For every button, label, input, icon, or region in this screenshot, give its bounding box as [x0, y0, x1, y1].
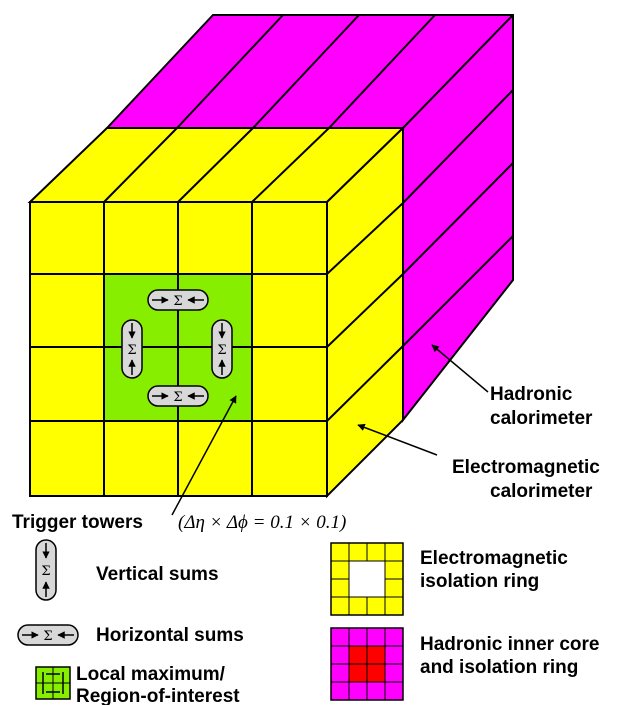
trigger-tower-pointer-arrow — [171, 395, 237, 516]
em-label-line1: Electromagnetic — [452, 457, 600, 478]
svg-text:Σ: Σ — [41, 564, 50, 579]
legend-had-core-label-line1: Hadronic inner core — [420, 634, 600, 655]
legend-em-isolation-label-line2: isolation ring — [420, 571, 539, 592]
legend-vertical-sums-label: Vertical sums — [96, 564, 219, 585]
legend-vertical-sum-icon: Σ — [35, 539, 57, 601]
horizontal-sum-top: Σ — [147, 289, 209, 311]
hadronic-label-line2: calorimeter — [490, 408, 593, 429]
legend-local-max-label-line1: Local maximum/ — [76, 664, 226, 685]
legend-hadronic-core-icon — [330, 627, 404, 701]
hadronic-label-line1: Hadronic — [490, 384, 573, 405]
trigger-towers-formula: (Δη × Δϕ = 0.1 × 0.1) — [178, 512, 346, 533]
em-pointer-arrow — [357, 423, 438, 456]
em-calorimeter — [27, 125, 406, 499]
legend-local-max-label-line2: Region-of-interest — [76, 686, 240, 705]
legend-local-maximum-icon — [35, 666, 71, 700]
svg-text:Σ: Σ — [173, 390, 182, 405]
svg-text:Σ: Σ — [43, 629, 52, 644]
em-label-line2: calorimeter — [490, 481, 593, 502]
trigger-towers-label: Trigger towers — [12, 512, 143, 533]
horizontal-sum-bottom: Σ — [147, 385, 209, 407]
svg-text:Σ: Σ — [127, 343, 136, 358]
legend-had-core-label-line2: and isolation ring — [420, 657, 578, 678]
legend-em-isolation-label-line1: Electromagnetic — [420, 548, 568, 569]
vertical-sum-left: Σ — [121, 319, 143, 379]
legend-em-isolation-ring-icon — [330, 542, 404, 616]
svg-text:Σ: Σ — [217, 343, 226, 358]
vertical-sum-right: Σ — [211, 319, 233, 379]
legend-horizontal-sum-icon: Σ — [17, 624, 79, 646]
svg-text:Σ: Σ — [173, 294, 182, 309]
legend-horizontal-sums-label: Horizontal sums — [96, 625, 244, 646]
hadronic-pointer-arrow — [431, 344, 489, 393]
